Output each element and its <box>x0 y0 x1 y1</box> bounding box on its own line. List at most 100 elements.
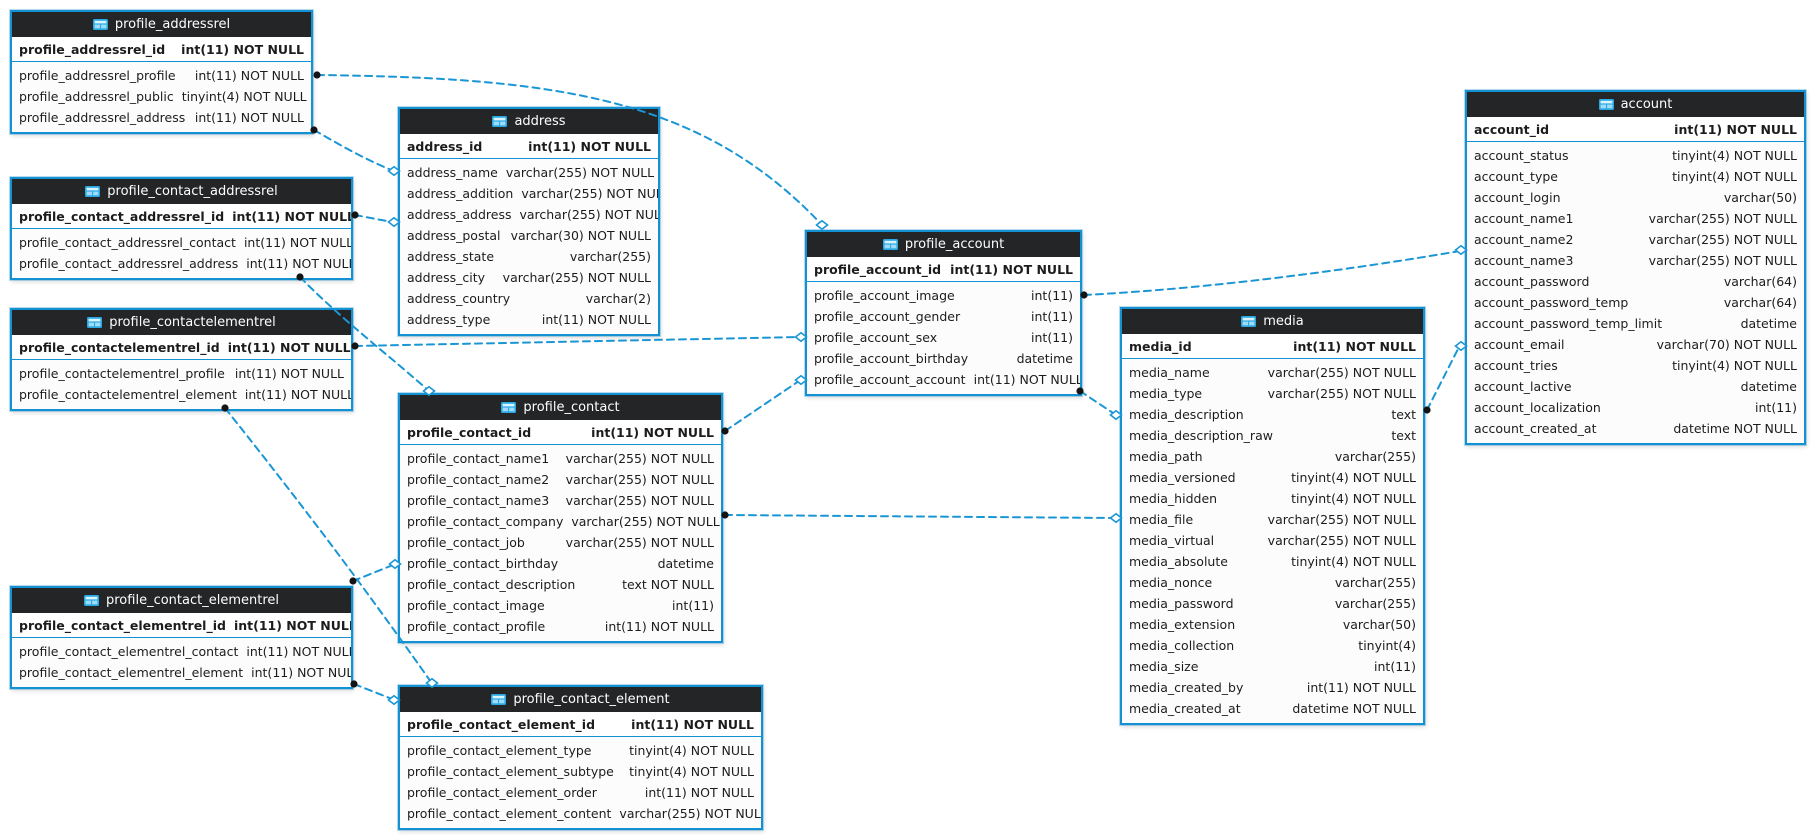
column-name: address_state <box>407 249 495 264</box>
column-row: media_absolute tinyint(4) NOT NULL <box>1122 551 1423 572</box>
column-name: address_id <box>407 139 483 154</box>
column-type: int(11) NOT NULL <box>591 425 714 440</box>
table-title: media <box>1263 314 1304 329</box>
column-name: profile_contact_image <box>407 598 545 613</box>
table-header-account[interactable]: account <box>1467 92 1804 117</box>
primary-key-row: profile_contact_id int(11) NOT NULL <box>400 420 721 445</box>
column-name: account_created_at <box>1474 421 1597 436</box>
column-type: varchar(255) <box>569 249 651 264</box>
column-name: media_versioned <box>1129 470 1236 485</box>
column-name: media_virtual <box>1129 533 1215 548</box>
column-name: media_size <box>1129 659 1199 674</box>
column-type: tinyint(4) NOT NULL <box>1291 554 1416 569</box>
column-type: varchar(50) <box>1342 617 1416 632</box>
column-type: int(11) <box>672 598 714 613</box>
column-type: varchar(50) <box>1723 190 1797 205</box>
column-type: int(11) NOT NULL <box>243 235 351 250</box>
column-name: media_hidden <box>1129 491 1218 506</box>
column-name: media_id <box>1129 339 1192 354</box>
table-title: account <box>1620 97 1673 112</box>
table-grid-icon <box>92 19 108 30</box>
relation-line <box>313 129 395 172</box>
column-type: varchar(64) <box>1723 295 1797 310</box>
table-profile_contact[interactable]: profile_contact profile_contact_id int(11)… <box>398 393 723 643</box>
column-type: tinyint(4) NOT NULL <box>181 89 307 104</box>
column-name: profile_contact_elementrel_contact <box>19 644 239 659</box>
table-header-profile_account[interactable]: profile_account <box>807 232 1080 257</box>
column-name: profile_contact_id <box>407 425 532 440</box>
column-type: varchar(255) NOT NULL <box>565 535 714 550</box>
table-grid-icon <box>1241 316 1257 327</box>
table-header-profile_contact[interactable]: profile_contact <box>400 395 721 420</box>
table-title: profile_contact_elementrel <box>106 593 279 608</box>
column-name: profile_account_image <box>814 288 955 303</box>
table-header-profile_contactelementrel[interactable]: profile_contactelementrel <box>12 310 351 335</box>
table-header-profile_contact_element[interactable]: profile_contact_element <box>400 687 761 712</box>
table-header-profile_contact_addressrel[interactable]: profile_contact_addressrel <box>12 179 351 204</box>
column-name: account_password <box>1474 274 1590 289</box>
table-profile_contact_elementrel[interactable]: profile_contact_elementrel profile_contac… <box>10 586 353 689</box>
table-header-address[interactable]: address <box>400 109 658 134</box>
column-name: account_name2 <box>1474 232 1574 247</box>
table-header-profile_contact_elementrel[interactable]: profile_contact_elementrel <box>12 588 351 613</box>
relation-endpoint-dot <box>349 577 357 585</box>
column-type: int(11) NOT NULL <box>950 262 1073 277</box>
column-type: int(11) NOT NULL <box>232 209 351 224</box>
column-name: profile_contact_profile <box>407 619 546 634</box>
table-header-media[interactable]: media <box>1122 309 1423 334</box>
column-name: media_type <box>1129 386 1203 401</box>
table-profile_contactelementrel[interactable]: profile_contactelementrel profile_contact… <box>10 308 353 411</box>
relation-line <box>352 564 394 582</box>
column-name: profile_addressrel_profile <box>19 68 176 83</box>
column-name: account_type <box>1474 169 1558 184</box>
column-type: varchar(255) NOT NULL <box>565 451 714 466</box>
column-type: tinyint(4) NOT NULL <box>1291 470 1416 485</box>
column-name: media_absolute <box>1129 554 1228 569</box>
column-name: profile_account_account <box>814 372 966 387</box>
table-grid-icon <box>87 317 103 328</box>
column-name: account_name1 <box>1474 211 1574 226</box>
column-name: profile_account_sex <box>814 330 938 345</box>
column-type: varchar(2) <box>585 291 651 306</box>
column-type: int(11) NOT NULL <box>246 256 351 271</box>
table-title: profile_contactelementrel <box>109 315 276 330</box>
table-profile_contact_addressrel[interactable]: profile_contact_addressrel profile_contac… <box>10 177 353 280</box>
column-name: address_type <box>407 312 491 327</box>
table-title: profile_account <box>904 237 1005 252</box>
table-header-profile_addressrel[interactable]: profile_addressrel <box>12 12 311 37</box>
column-type: varchar(255) NOT NULL <box>1267 365 1416 380</box>
column-name: profile_contact_element_id <box>407 717 596 732</box>
column-type: tinyint(4) NOT NULL <box>1672 169 1797 184</box>
